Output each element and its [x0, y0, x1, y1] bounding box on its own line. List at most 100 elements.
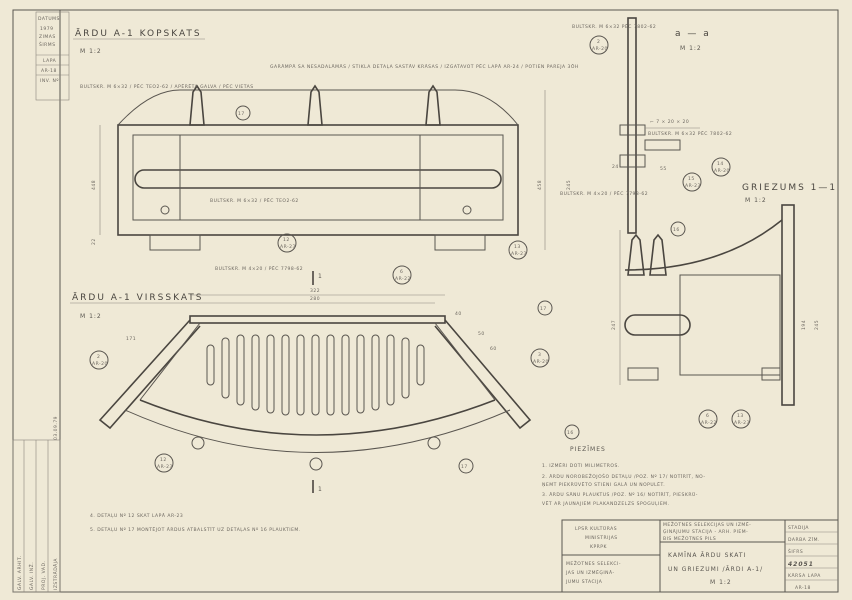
sifrs-label: ŠIFRS — [788, 548, 803, 555]
title-block: LPSR KULTŪRAS MINISTRIJAS KPRPK MEŽOTNES… — [561, 519, 839, 593]
callout-6: 6 — [400, 269, 403, 275]
client-text: JAS UN IZMĒĢINĀ- — [565, 569, 615, 576]
signature-strip: GALV. ARHIT. GALV. INŽ. PROJ. VAD. IZSTR… — [12, 416, 61, 593]
client-text: JUMU STACIJA — [565, 579, 603, 585]
annotation-bolt: BULTSKR. M 6×32 PĒC 7802-62 — [572, 23, 656, 30]
callout-17: 17 — [540, 306, 547, 312]
annotation-bolt: BULTSKR. M 4×20 / PĒC 7798-62 — [215, 265, 303, 272]
callout-sheet: AR-23 — [280, 244, 296, 250]
callout-17: 17 — [238, 111, 245, 117]
dimension-label: 24 — [612, 164, 619, 170]
callout-12: 12 — [283, 237, 290, 243]
callout-3: 3 — [538, 352, 541, 358]
corner-stamp: DATUMS 1979 ZIMAS ŠIRMS LAPA AR-18 INV. … — [35, 11, 70, 101]
front-view-scale: M 1:2 — [80, 48, 102, 55]
callout-sheet: AR-20 — [592, 46, 608, 52]
section-view: GRIEZUMS 1—1 M 1:2 247 194 245 — [611, 183, 837, 406]
annotation-bolt: BULTSKR. M 4×20 / PĒC 7798-62 — [560, 190, 648, 197]
dimension-label: 458 — [537, 180, 543, 190]
section-marker: 1 — [318, 273, 323, 280]
callout-13: 13 — [737, 413, 744, 419]
stamp-name: ZIMAS — [39, 34, 56, 40]
ministry-text: KPRPK — [590, 544, 608, 550]
callout-sheet: AR-20 — [533, 359, 549, 365]
signature-date: 03.09.79 — [53, 416, 59, 440]
project-text: ĢINĀJUMU STACIJA - ARH. PIEM- — [663, 528, 748, 535]
section-marker: 1 — [318, 486, 323, 493]
project-text: MEŽOTNES SELEKCIJAS UN IZMĒ- — [663, 520, 751, 528]
stamp-inv: INV. Nº — [40, 78, 59, 84]
stamp-lapa: AR-18 — [41, 68, 57, 74]
callout-sheet: AR-22 — [701, 420, 717, 426]
dimension-label: 247 — [611, 320, 617, 330]
callout-14: 14 — [717, 161, 724, 167]
dimension-label: 245 — [814, 320, 820, 330]
callout-15: 15 — [688, 176, 695, 182]
stamp-datums: DATUMS — [38, 16, 60, 22]
section-view-scale: M 1:2 — [745, 197, 767, 204]
drawing-scale: M 1:2 — [710, 579, 732, 586]
aa-view: a — a M 1:2 BULTSKR. M 6×32 PĒC 7802-62 … — [560, 17, 732, 234]
dimension-label: 60 — [490, 346, 497, 352]
drawing-title: UN GRIEZUMI /ĀRDI A-1/ — [668, 566, 763, 573]
callout-sheet: AR-23 — [157, 464, 173, 470]
top-view-scale: M 1:2 — [80, 313, 102, 320]
signature-role: GALV. INŽ. — [27, 562, 35, 590]
signature-role: IZSTRĀDĀJA — [52, 558, 59, 590]
notes: PIEZĪMES 1. IZMĒRI DOTI MILIMETROS. 2. Ā… — [90, 446, 705, 533]
callout-sheet: AR-23 — [685, 183, 701, 189]
callout-sheet: AR-23 — [734, 420, 750, 426]
client-text: MEŽOTNES SELEKCI- — [566, 559, 621, 567]
aa-view-scale: M 1:2 — [680, 45, 702, 52]
annotation-angle: ⌐ 7 × 20 × 20 — [650, 119, 689, 125]
note-item: 3. ĀRDU SĀNU PLAUKTUS /POZ. Nº 16/ NOTĪR… — [542, 491, 698, 498]
drawing-title: KAMĪNA ĀRDU SKATI — [668, 552, 746, 559]
callout-sheet: AR-20 — [714, 168, 730, 174]
callout-17: 17 — [461, 464, 468, 470]
stamp-lapa-label: LAPA — [43, 58, 57, 64]
lapa-value: AR-18 — [795, 585, 811, 591]
ministry-text: MINISTRIJAS — [585, 535, 618, 541]
front-view: ĀRDU A-1 KOPSKATS M 1:2 448 22 458 BULTS… — [73, 28, 579, 285]
annotation-bolt: BULTSKR. M 6×32 / PĒC TEO2-62 — [210, 197, 299, 204]
annotation-glass: GARĀMPĀ SA NESADALĀMĀS / STIKLA DETAĻA S… — [270, 63, 579, 70]
section-view-title: GRIEZUMS 1—1 — [742, 183, 837, 193]
callout-sheet: AR-20 — [92, 361, 108, 367]
note-item: 1. IZMĒRI DOTI MILIMETROS. — [542, 462, 620, 469]
callout-12: 12 — [160, 457, 167, 463]
dimension-label: 194 — [801, 320, 807, 330]
callout-sheet: AR-23 — [511, 251, 527, 257]
signature-role: GALV. ARHIT. — [17, 556, 23, 591]
sifrs-value: 42051 — [788, 561, 814, 568]
callout-13: 13 — [514, 244, 521, 250]
dimension-label: 55 — [660, 166, 667, 172]
dimension-label: 280 — [310, 296, 320, 302]
dimension-label: 322 — [310, 288, 320, 294]
notes-title: PIEZĪMES — [570, 446, 606, 453]
note-item: 5. DETAĻU Nº 17 MONTĒJOT ĀRDUS ATBALSTĪT… — [90, 526, 301, 533]
lapa-label: KĀRSA LAPA — [788, 572, 821, 579]
annotation-bolt: BULTSKR. M 6×32 / PĒC TEO2-62 / APĒRĒTA … — [80, 83, 254, 90]
note-item: 4. DETAĻU Nº 12 SKAT LAPĀ AR-23 — [90, 512, 183, 519]
callout-sheet: AR-22 — [395, 276, 411, 282]
front-view-title: ĀRDU A-1 KOPSKATS — [75, 28, 202, 39]
dimension-label: 245 — [566, 180, 572, 190]
callout-2: 2 — [97, 354, 100, 360]
stadija-value: DARBA ZĪM. — [788, 536, 820, 543]
callout-2: 2 — [597, 39, 600, 45]
dimension-label: 171 — [126, 336, 136, 342]
project-text: BIS MEŽOTNES PILS — [663, 534, 716, 542]
top-view-title: ĀRDU A-1 VIRSSKATS — [72, 292, 203, 303]
callout-6: 6 — [706, 413, 709, 419]
note-item: VĒT AR JAUNAJIEM PLAKANDZELZS SPOGUĻIEM. — [542, 500, 669, 507]
top-view: ĀRDU A-1 VIRSSKATS M 1:2 322 280 — [70, 288, 532, 493]
stadija-label: STADIJA — [788, 525, 809, 531]
callout-16: 16 — [673, 227, 680, 233]
stamp-name: ŠIRMS — [39, 41, 56, 48]
note-item: ŅEMT PIEKRŪVĒTO STIENI GALĀ UN NOPULĒT. — [542, 481, 665, 488]
stamp-year: 1979 — [40, 26, 53, 32]
aa-view-title: a — a — [675, 29, 711, 39]
dimension-label: 448 — [91, 180, 97, 190]
